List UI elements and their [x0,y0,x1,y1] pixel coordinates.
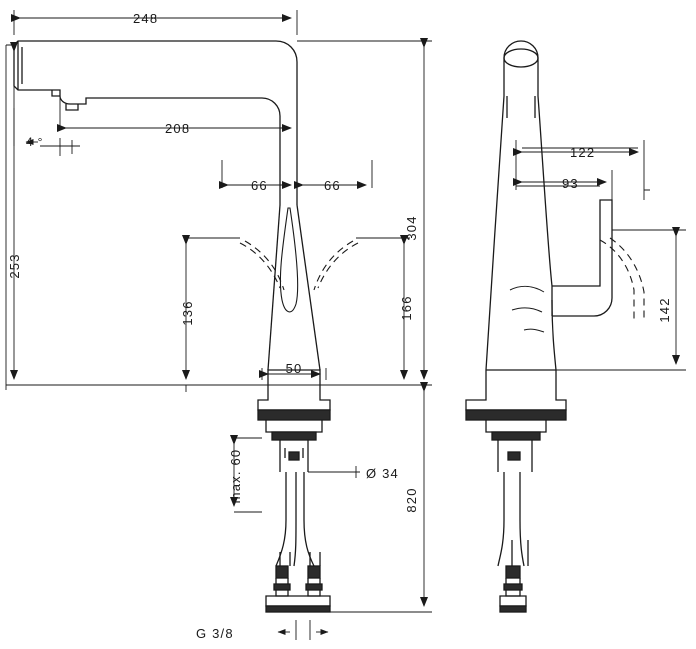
dim-304: 304 [404,215,419,240]
dim-248: 248 [133,11,158,26]
dim-50: 50 [286,361,303,376]
dim-208: 208 [165,121,190,136]
side-view-tap [465,40,645,613]
dim-136: 136 [180,300,195,325]
dim-166: 166 [399,295,414,320]
dim-max-60: max. 60 [228,449,243,504]
dim-66-right: 66 [324,178,341,193]
dim-g38: G 3/8 [196,626,234,641]
dim-angle-4deg: 4 ° [26,135,43,149]
dim-diameter-34: Ø 34 [366,466,399,481]
dim-66-left: 66 [251,178,268,193]
dim-122: 122 [570,145,595,160]
dim-253: 253 [7,253,22,278]
dim-93: 93 [562,176,579,191]
dim-142: 142 [657,297,672,322]
dimension-labels: 248 208 4 ° 66 66 253 304 820 136 166 50… [7,11,672,641]
dim-820: 820 [404,487,419,512]
dimension-lines [5,10,686,640]
front-view-tap [13,40,359,613]
